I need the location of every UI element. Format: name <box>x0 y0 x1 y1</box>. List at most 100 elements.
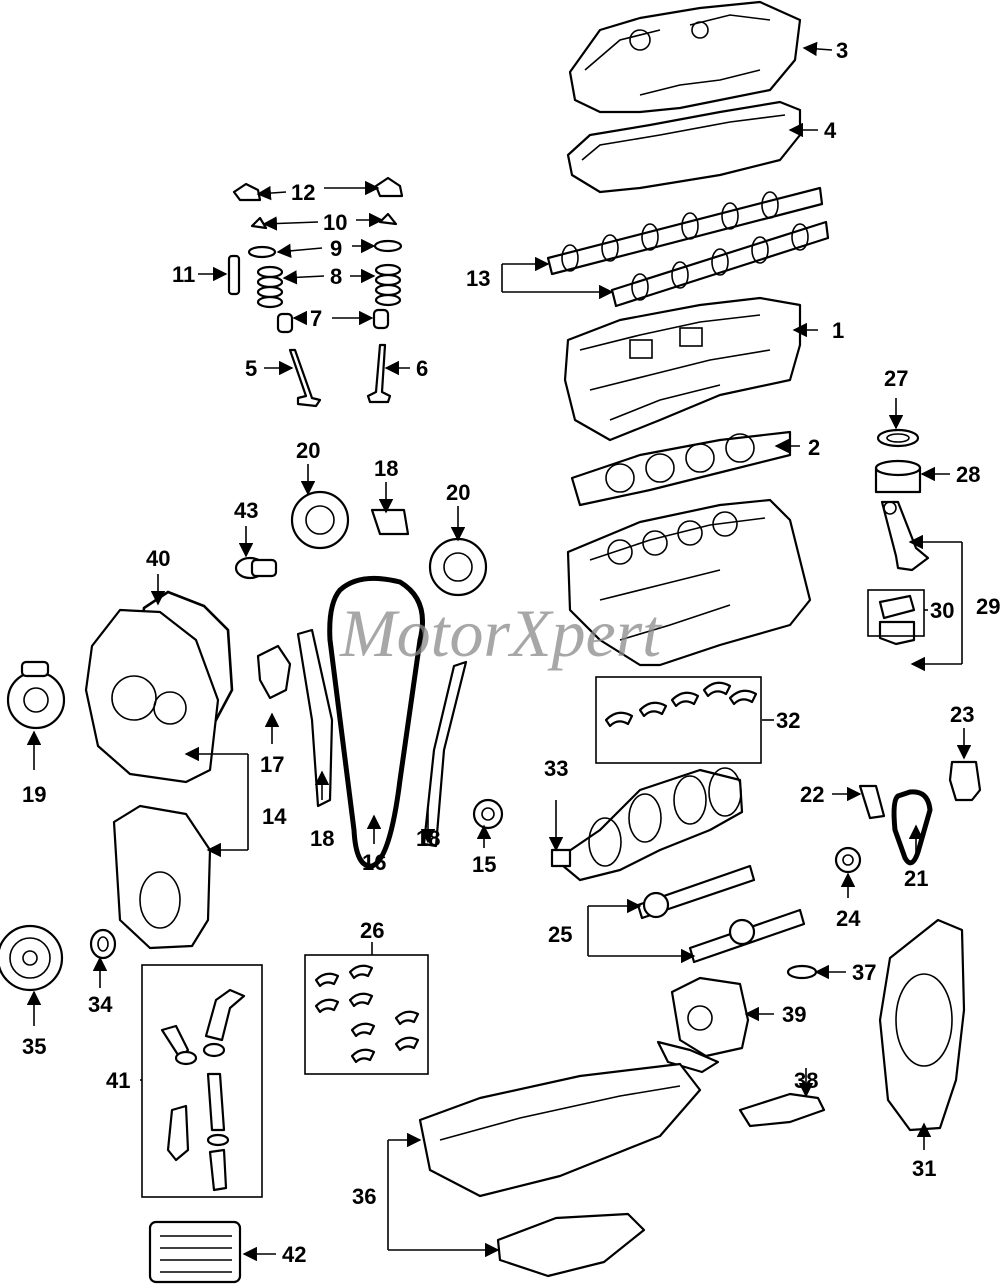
part-timing-chain <box>327 575 425 869</box>
callout-38: 38 <box>794 1068 818 1093</box>
callout-18-left: 18 <box>310 826 334 851</box>
part-valve-cover <box>568 0 802 114</box>
leader-lines <box>26 41 972 1262</box>
box-main-bearings <box>595 676 762 764</box>
part-valve-seals <box>276 308 390 334</box>
callout-6: 6 <box>416 356 428 381</box>
callout-26: 26 <box>360 918 384 943</box>
part-piston <box>874 459 922 494</box>
box-bearing-30 <box>867 589 925 637</box>
callout-11: 11 <box>172 262 195 287</box>
part-camshaft-sprocket-right <box>428 537 488 597</box>
callout-25: 25 <box>548 922 572 947</box>
callout-19: 19 <box>22 782 46 807</box>
callout-8: 8 <box>330 264 342 289</box>
part-oil-pickup-tube <box>738 1092 826 1128</box>
callout-41: 41 <box>106 1068 130 1093</box>
callout-17: 17 <box>260 752 284 777</box>
callout-15: 15 <box>472 852 496 877</box>
part-front-crank-seal <box>89 928 117 960</box>
callout-33: 33 <box>544 756 568 781</box>
callout-31: 31 <box>912 1156 936 1181</box>
callout-28: 28 <box>956 462 980 487</box>
callout-35: 35 <box>22 1034 46 1059</box>
part-piston-rings <box>876 428 920 448</box>
callout-34: 34 <box>88 992 113 1017</box>
callout-30: 30 <box>930 598 954 623</box>
callout-23: 23 <box>950 702 974 727</box>
callout-3: 3 <box>836 38 848 63</box>
part-small-sprocket <box>834 846 862 874</box>
part-valve-springs <box>256 263 402 309</box>
callout-39: 39 <box>782 1002 806 1027</box>
part-crank-pulley <box>0 924 64 992</box>
callout-42: 42 <box>282 1242 306 1267</box>
callout-1: 1 <box>832 318 844 343</box>
callout-43: 43 <box>234 498 258 523</box>
part-solenoid-43 <box>234 556 278 580</box>
part-balance-tensioner <box>948 760 982 802</box>
callout-18-right: 18 <box>416 826 440 851</box>
part-balance-shafts <box>636 864 806 964</box>
callout-4: 4 <box>824 118 837 143</box>
part-crank-sprocket <box>472 798 504 830</box>
part-bearing-shells <box>314 964 420 1064</box>
part-rear-cover <box>878 918 966 1132</box>
part-rod-bearing <box>878 594 916 620</box>
callout-20-right: 20 <box>446 480 470 505</box>
part-timing-chain-guide-left <box>296 628 334 808</box>
callout-9: 9 <box>330 236 342 261</box>
part-front-cover-lower <box>112 804 212 950</box>
callout-16: 16 <box>362 850 386 875</box>
callout-5: 5 <box>245 356 257 381</box>
part-oil-pan <box>418 1062 702 1278</box>
part-camshafts <box>546 186 830 308</box>
part-spring-retainers <box>247 239 403 259</box>
callout-21: 21 <box>904 866 928 891</box>
callout-labels: 1 2 3 4 5 6 7 8 9 10 11 12 13 14 15 16 1… <box>22 38 1000 1267</box>
part-small-chain-guide <box>858 784 886 820</box>
part-seal-ring <box>786 964 818 980</box>
callout-40: 40 <box>146 546 170 571</box>
part-water-pump <box>6 660 66 730</box>
part-engine-block <box>566 498 812 667</box>
watermark: MotorXpert <box>339 595 663 671</box>
part-oil-pump-pickup <box>656 1040 720 1074</box>
callout-2: 2 <box>808 435 820 460</box>
part-lash-adjuster <box>227 254 241 296</box>
callout-32: 32 <box>776 708 800 733</box>
part-rocker-arms <box>232 176 404 202</box>
part-head-gasket <box>570 430 792 507</box>
callout-24: 24 <box>836 906 861 931</box>
part-crankshaft <box>550 767 744 882</box>
box-bearings-26 <box>304 954 429 1075</box>
part-camshaft-sprocket-left <box>290 490 350 550</box>
part-balance-chain <box>891 789 933 866</box>
box-hoses <box>141 964 263 1198</box>
part-valves <box>288 343 392 408</box>
callout-22: 22 <box>800 782 824 807</box>
callout-27: 27 <box>884 366 908 391</box>
callout-7: 7 <box>310 306 322 331</box>
part-cylinder-head <box>563 296 802 442</box>
callout-29: 29 <box>976 594 1000 619</box>
part-oil-pump <box>670 976 750 1058</box>
part-main-bearings <box>604 681 758 728</box>
callout-12: 12 <box>291 180 315 205</box>
part-timing-chain-guide-right <box>422 660 468 848</box>
callout-36: 36 <box>352 1184 376 1209</box>
callout-13: 13 <box>466 266 490 291</box>
part-hoses <box>160 988 246 1192</box>
part-front-cover-upper <box>84 608 220 784</box>
part-valve-cover-gasket <box>566 100 802 194</box>
part-chain-guide-bracket <box>370 508 410 536</box>
part-oil-cooler <box>148 1220 242 1284</box>
part-connecting-rod <box>880 500 930 572</box>
part-rod-cap <box>878 620 916 646</box>
callout-18-top: 18 <box>374 456 398 481</box>
callout-20-left: 20 <box>296 438 320 463</box>
part-timing-tensioner <box>256 644 292 700</box>
callout-10: 10 <box>323 210 347 235</box>
callout-14: 14 <box>262 804 287 829</box>
